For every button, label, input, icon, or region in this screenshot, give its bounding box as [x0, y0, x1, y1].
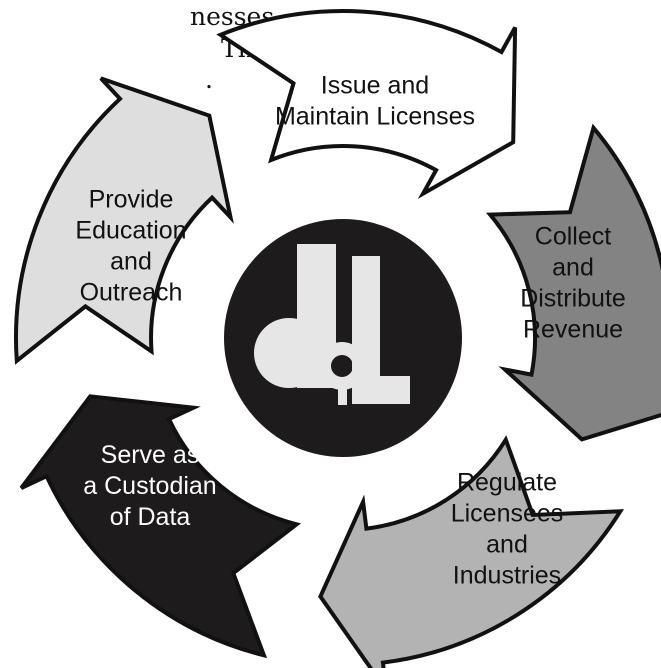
- segment-custodian-data-label-line: a Custodian: [83, 472, 216, 500]
- segment-regulate-licensees-label-line: Licensees: [451, 500, 564, 528]
- segment-custodian-data-label-line: Serve as: [101, 441, 200, 469]
- logo-letter-o-tail: [338, 388, 347, 405]
- segment-custodian-data-arrow: [19, 394, 302, 659]
- segment-collect-revenue-label-line: Distribute: [520, 285, 626, 313]
- background-text-fragment: .: [205, 65, 213, 94]
- segment-issue-licenses-arrow: [216, 9, 518, 199]
- dol-logo: [224, 219, 462, 457]
- logo-letter-l-foot: [352, 376, 410, 404]
- segment-education-outreach-label-line: Education: [75, 217, 186, 245]
- segment-education-outreach-label-line: Outreach: [80, 279, 183, 307]
- segment-collect-revenue-label-line: Collect: [535, 223, 611, 251]
- segment-regulate-licensees-label-line: Industries: [453, 562, 561, 590]
- logo-letters: [254, 244, 410, 405]
- segment-collect-revenue-label-line: Revenue: [523, 316, 623, 344]
- segment-regulate-licensees-label-line: and: [486, 531, 528, 559]
- segment-issue-licenses-label-line: Maintain Licenses: [275, 103, 475, 131]
- segment-custodian-data-label-line: of Data: [110, 503, 191, 531]
- segment-education-outreach-label-line: Provide: [89, 186, 174, 214]
- segment-education-outreach-label-line: and: [110, 248, 152, 276]
- segment-education-outreach-arrow: [14, 76, 234, 365]
- segment-collect-revenue-label-line: and: [552, 254, 594, 282]
- logo-letter-o-hole: [331, 355, 353, 377]
- segment-regulate-licensees-arrow: [318, 435, 625, 668]
- segment-regulate-licensees-label-line: Regulate: [457, 469, 557, 497]
- segment-issue-licenses-label-line: Issue and: [321, 72, 429, 100]
- segment-collect-revenue-arrow: [485, 123, 661, 442]
